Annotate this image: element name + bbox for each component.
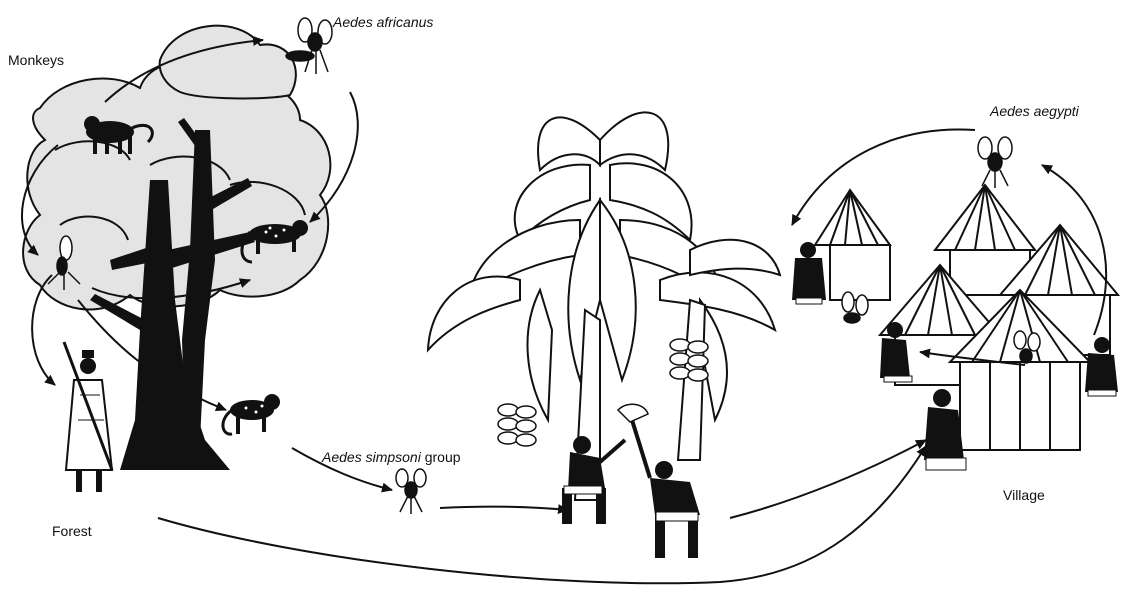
banana-plant-icon (428, 112, 780, 500)
human-icon (64, 342, 112, 492)
label-aedes-simpsoni-group: Aedes simpsoni group (322, 449, 461, 465)
human-icon (792, 242, 826, 304)
tree-canopy (23, 26, 330, 310)
label-aedes-simpsoni-suffix: group (421, 449, 461, 465)
label-village: Village (1003, 487, 1045, 503)
mosquito-icon (978, 137, 1012, 188)
arrow-icon (730, 440, 926, 518)
arrow-icon (158, 446, 926, 583)
label-aedes-africanus: Aedes africanus (333, 14, 433, 30)
label-forest: Forest (52, 523, 92, 539)
arrow-icon (792, 129, 975, 225)
label-aedes-aegypti: Aedes aegypti (990, 103, 1079, 119)
label-aedes-simpsoni-species: Aedes simpsoni (322, 449, 421, 465)
mosquito-icon (396, 469, 426, 514)
hut-icon (815, 190, 890, 300)
label-monkeys: Monkeys (8, 52, 64, 68)
monkey-icon (223, 394, 280, 434)
arrow-icon (440, 507, 568, 510)
